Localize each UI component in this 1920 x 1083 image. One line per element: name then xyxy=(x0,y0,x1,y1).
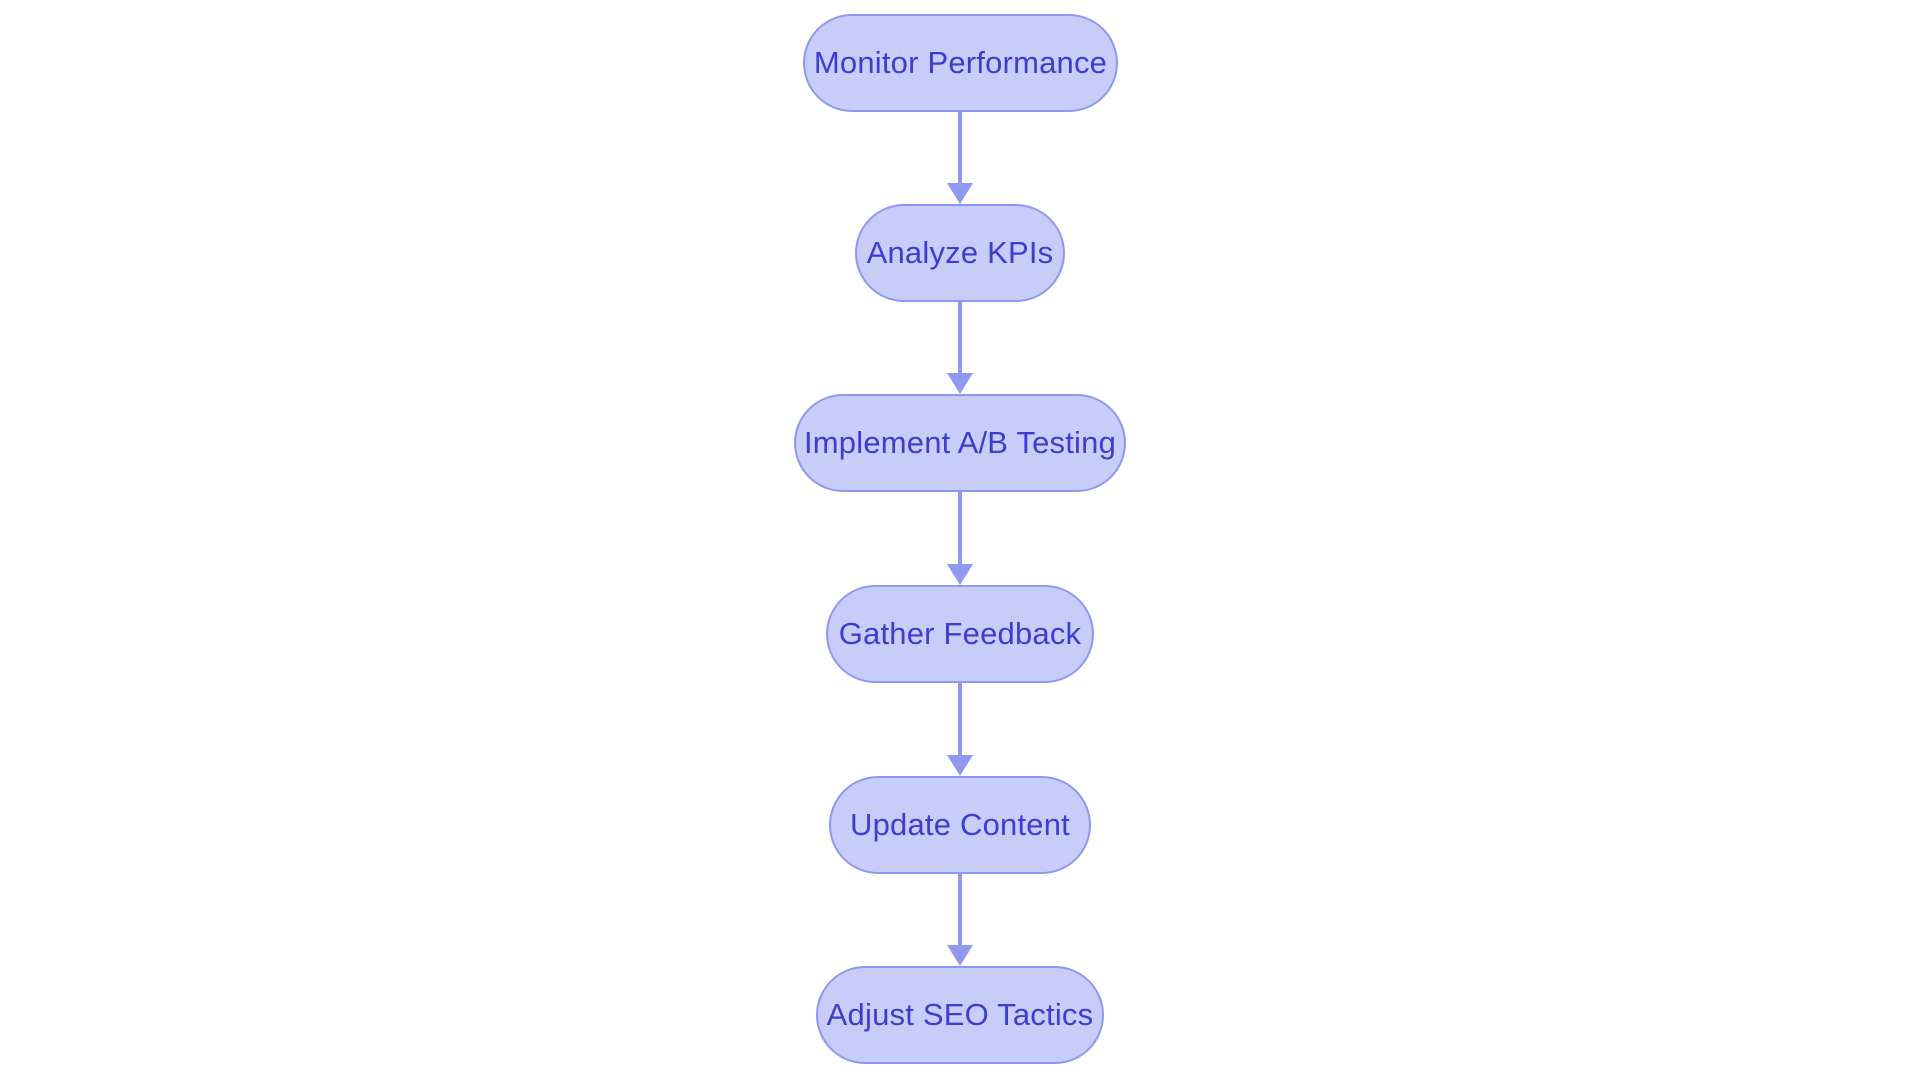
flow-node-label: Gather Feedback xyxy=(838,616,1082,651)
flow-node-label: Adjust SEO Tactics xyxy=(826,997,1094,1032)
arrow-line xyxy=(958,112,962,183)
flow-arrow-5 xyxy=(947,874,973,966)
flow-node-label: Update Content xyxy=(850,807,1070,842)
arrow-head-icon xyxy=(947,945,973,966)
arrow-line xyxy=(958,302,962,373)
flow-arrow-4 xyxy=(947,683,973,776)
flow-node-monitor-performance: Monitor Performance xyxy=(803,14,1118,112)
flow-arrow-2 xyxy=(947,302,973,394)
arrow-line xyxy=(958,874,962,945)
flow-node-analyze-kpis: Analyze KPIs xyxy=(855,204,1065,302)
flow-node-label: Implement A/B Testing xyxy=(803,425,1117,460)
arrow-line xyxy=(958,683,962,755)
flow-node-label: Monitor Performance xyxy=(813,45,1108,80)
flow-arrow-3 xyxy=(947,492,973,585)
flow-node-implement-ab-testing: Implement A/B Testing xyxy=(794,394,1126,492)
flow-node-gather-feedback: Gather Feedback xyxy=(826,585,1094,683)
arrow-head-icon xyxy=(947,755,973,776)
flow-arrow-1 xyxy=(947,112,973,204)
arrow-head-icon xyxy=(947,373,973,394)
arrow-head-icon xyxy=(947,564,973,585)
flow-node-adjust-seo-tactics: Adjust SEO Tactics xyxy=(816,966,1104,1064)
flow-node-update-content: Update Content xyxy=(829,776,1091,874)
flow-node-label: Analyze KPIs xyxy=(866,235,1054,270)
arrow-line xyxy=(958,492,962,564)
arrow-head-icon xyxy=(947,183,973,204)
